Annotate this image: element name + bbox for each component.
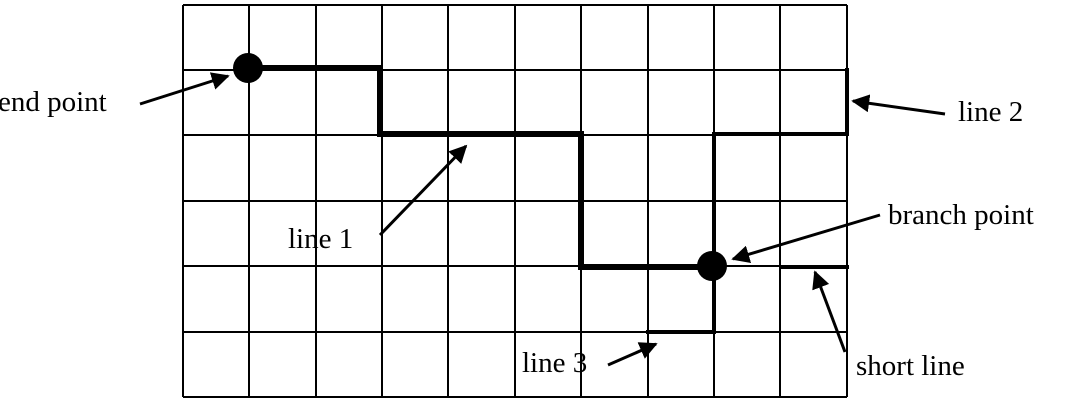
branch-point-node <box>697 251 727 281</box>
line-3-label: line 3 <box>522 347 587 379</box>
end-point-label: end point <box>0 86 107 118</box>
line-2-path <box>712 68 849 269</box>
line-1-arrow <box>378 144 468 237</box>
line-3-path <box>646 265 716 334</box>
line-1-path <box>246 65 717 270</box>
line-2-arrow <box>851 94 946 116</box>
end-point-node <box>233 53 263 83</box>
line-2-label: line 2 <box>958 96 1023 128</box>
branch-point-label: branch point <box>888 199 1034 231</box>
short-line-arrow <box>812 270 847 353</box>
line-1-label: line 1 <box>288 223 353 255</box>
line-3-arrow <box>607 342 658 367</box>
end-point-arrow <box>139 72 230 106</box>
branch-point-arrow <box>731 213 881 263</box>
grid <box>182 4 848 398</box>
short-line-label: short line <box>856 350 965 382</box>
